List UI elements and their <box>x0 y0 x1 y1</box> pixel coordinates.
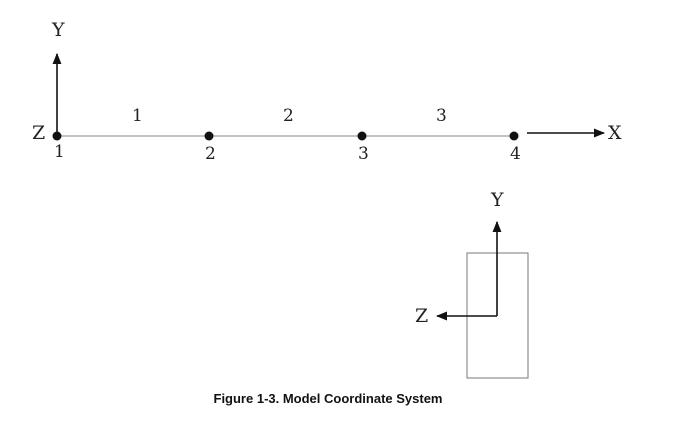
node-label-1: 1 <box>54 142 65 162</box>
node-label-2: 2 <box>205 144 216 164</box>
node-label-4: 4 <box>510 144 521 164</box>
section-z-axis-label: Z <box>415 305 428 327</box>
model-x-axis-label: X <box>608 122 622 144</box>
figure-caption: Figure 1-3. Model Coordinate System <box>213 391 443 406</box>
section-y-axis-label: Y <box>490 189 504 211</box>
node-1 <box>52 131 62 141</box>
element-label-1: 1 <box>132 106 143 126</box>
model-y-axis-label: Y <box>51 19 65 41</box>
model-z-axis-label: Z <box>32 122 45 144</box>
element-label-3: 3 <box>436 106 447 126</box>
node-4 <box>509 131 519 141</box>
node-label-3: 3 <box>358 144 369 164</box>
element-label-2: 2 <box>283 106 294 126</box>
node-3 <box>357 131 367 141</box>
node-2 <box>204 131 214 141</box>
